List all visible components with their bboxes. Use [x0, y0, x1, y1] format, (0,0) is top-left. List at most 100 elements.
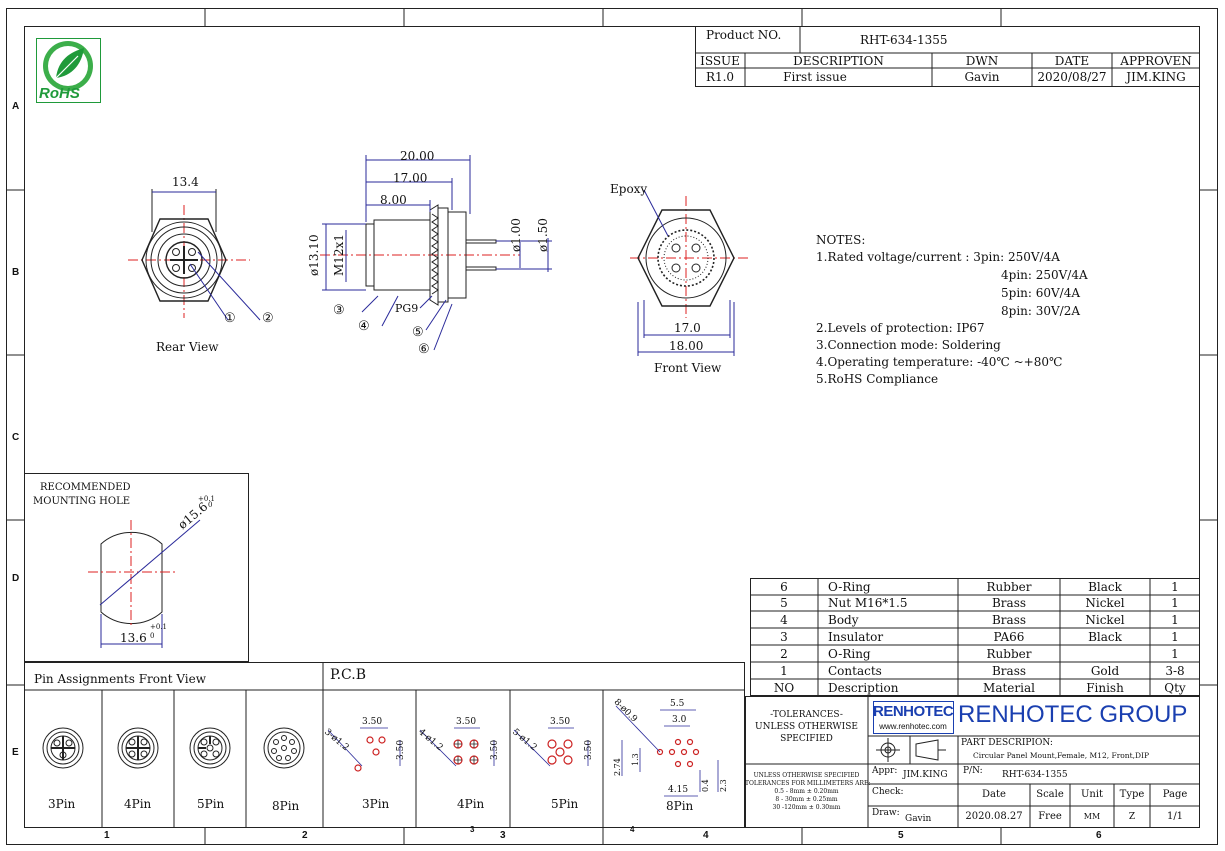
pcb5-dim-350: 3.50 — [550, 717, 571, 727]
tol-small-1: UNLESS OTHERWISE SPECIFIED — [753, 772, 860, 779]
bom-cell-description: Nut M16*1.5 — [828, 596, 908, 610]
rear-view-drawing — [128, 189, 261, 321]
bom-cell-finish: Nickel — [1085, 613, 1125, 627]
zone-2: 2 — [302, 830, 308, 841]
tolerances-line-2: UNLESS OTHERWISE — [755, 722, 858, 732]
dim-17: 17.00 — [393, 171, 428, 185]
dim-thread: M12x1 — [332, 234, 346, 276]
col-val-page: 1/1 — [1166, 811, 1184, 822]
tol-small-4: 8 - 30mm ± 0.25mm — [775, 796, 838, 803]
zone-5: 5 — [898, 830, 904, 841]
bom-cell-no: 4 — [780, 613, 788, 627]
zone-a: A — [12, 101, 20, 112]
zone-3a: 3 — [470, 825, 475, 834]
part-desc-value: Circular Panel Mount,Female, M12, Front,… — [973, 751, 1150, 760]
note-1: 1.Rated voltage/current : 3pin: 250V/4A — [816, 250, 1060, 264]
zone-c: C — [12, 432, 20, 443]
pcb4-dim-350-v: 3.50 — [490, 739, 500, 760]
bom-cell-material: Brass — [991, 613, 1027, 627]
mounting-title-1: RECOMMENDED — [40, 482, 131, 493]
dwn-header: DWN — [965, 54, 999, 68]
date-value: 2020/08/27 — [1037, 70, 1107, 84]
description-header: DESCRIPTION — [793, 54, 884, 68]
bom-cell-material: Brass — [991, 596, 1027, 610]
pcb4-dim-350: 3.50 — [456, 717, 477, 727]
bom-header-qty: Qty — [1164, 681, 1186, 695]
issue-value: R1.0 — [705, 70, 735, 84]
pcb-label-5: 5Pin — [551, 797, 579, 811]
col-head-page: Page — [1162, 789, 1188, 800]
bom-cell-material: Rubber — [986, 580, 1032, 594]
mounting-width: 13.6 — [120, 631, 147, 645]
zone-b: B — [12, 267, 20, 278]
col-val-type: Z — [1128, 812, 1136, 822]
bom-cell-description: O-Ring — [828, 647, 871, 661]
part-desc-label: PART DESCRIPION: — [961, 738, 1053, 748]
zone-e: E — [12, 747, 19, 758]
col-head-type: Type — [1119, 789, 1145, 800]
company-group-name: RENHOTEC GROUP — [958, 701, 1188, 728]
brand-url: www.renhotec.com — [879, 722, 947, 731]
bom-cell-qty: 3-8 — [1165, 664, 1185, 678]
draw-label: Draw: — [872, 808, 900, 818]
mounting-dia-tol-up: +0.1 — [198, 495, 215, 503]
zone-4b: 4 — [703, 830, 709, 841]
rohs-logo-graphic — [36, 38, 101, 103]
dim-20: 20.00 — [400, 149, 435, 163]
col-head-scale: Scale — [1036, 789, 1064, 800]
bom-header-finish: Finish — [1086, 681, 1124, 695]
pcb8-dim-13: 1.3 — [631, 753, 640, 766]
rohs-logo-text: RoHS — [39, 85, 80, 102]
pn-value: RHT-634-1355 — [1002, 770, 1068, 780]
date-header: DATE — [1054, 54, 1090, 68]
description-value: First issue — [783, 70, 847, 84]
product-no-label: Product NO. — [706, 28, 782, 42]
dim-front-17: 17.0 — [674, 321, 701, 335]
pcb3-dim-350: 3.50 — [362, 717, 383, 727]
pcb-label-3: 3Pin — [362, 797, 390, 811]
mounting-width-tol-down: 0 — [150, 632, 155, 640]
draw-value: Gavin — [905, 814, 932, 824]
pcb8-dim-274: 2.74 — [613, 758, 622, 776]
bom-cell-qty: 1 — [1171, 647, 1179, 661]
bom-cell-qty: 1 — [1171, 580, 1179, 594]
pcb8-dim-55: 5.5 — [670, 699, 685, 709]
side-view-drawing — [320, 155, 552, 351]
pn-label: P/N: — [963, 766, 983, 776]
tol-small-2: TOLERANCES FOR MILLIMETERS ARE: — [745, 780, 871, 787]
dim-pg9: PG9 — [395, 302, 419, 315]
tol-small-5: 30 -120mm ± 0.30mm — [772, 804, 841, 811]
bom-grid — [750, 578, 1200, 696]
check-label: Check: — [872, 787, 904, 797]
note-5: 5.RoHS Compliance — [816, 372, 939, 386]
dim-dia-13: ø13.10 — [307, 234, 321, 276]
zone-3b: 3 — [500, 830, 506, 841]
bom-header-no: NO — [773, 681, 795, 695]
pin-assignments-title: Pin Assignments Front View — [34, 672, 207, 686]
pcb8-dim-23: 2.3 — [719, 779, 728, 792]
pin-label-3: 3Pin — [48, 797, 76, 811]
brand-logo: RENHOTEC — [873, 703, 954, 720]
bom-cell-material: Rubber — [986, 647, 1032, 661]
callout-5: ⑤ — [412, 325, 424, 340]
bom-cell-no: 1 — [780, 664, 788, 678]
mounting-hole-drawing — [24, 473, 249, 662]
pin-label-8: 8Pin — [272, 799, 300, 813]
zone-4a: 4 — [630, 825, 635, 834]
mounting-dia-tol-down: 0 — [208, 501, 213, 509]
bom-cell-no: 3 — [780, 630, 788, 644]
pcb-label-4: 4Pin — [457, 797, 485, 811]
bom-cell-finish: Gold — [1090, 664, 1120, 678]
note-1d: 8pin: 30V/2A — [1001, 304, 1081, 318]
pcb-title: P.C.B — [330, 667, 366, 683]
pin-label-4: 4Pin — [124, 797, 152, 811]
issue-header: ISSUE — [700, 54, 740, 68]
bom-cell-no: 2 — [780, 647, 788, 661]
bom-header-description: Description — [828, 681, 899, 695]
tol-small-3: 0.5 - 8mm ± 0.20mm — [774, 788, 839, 795]
note-3: 3.Connection mode: Soldering — [816, 338, 1001, 352]
pin-label-5: 5Pin — [197, 797, 225, 811]
outer-frame — [6, 8, 1218, 845]
